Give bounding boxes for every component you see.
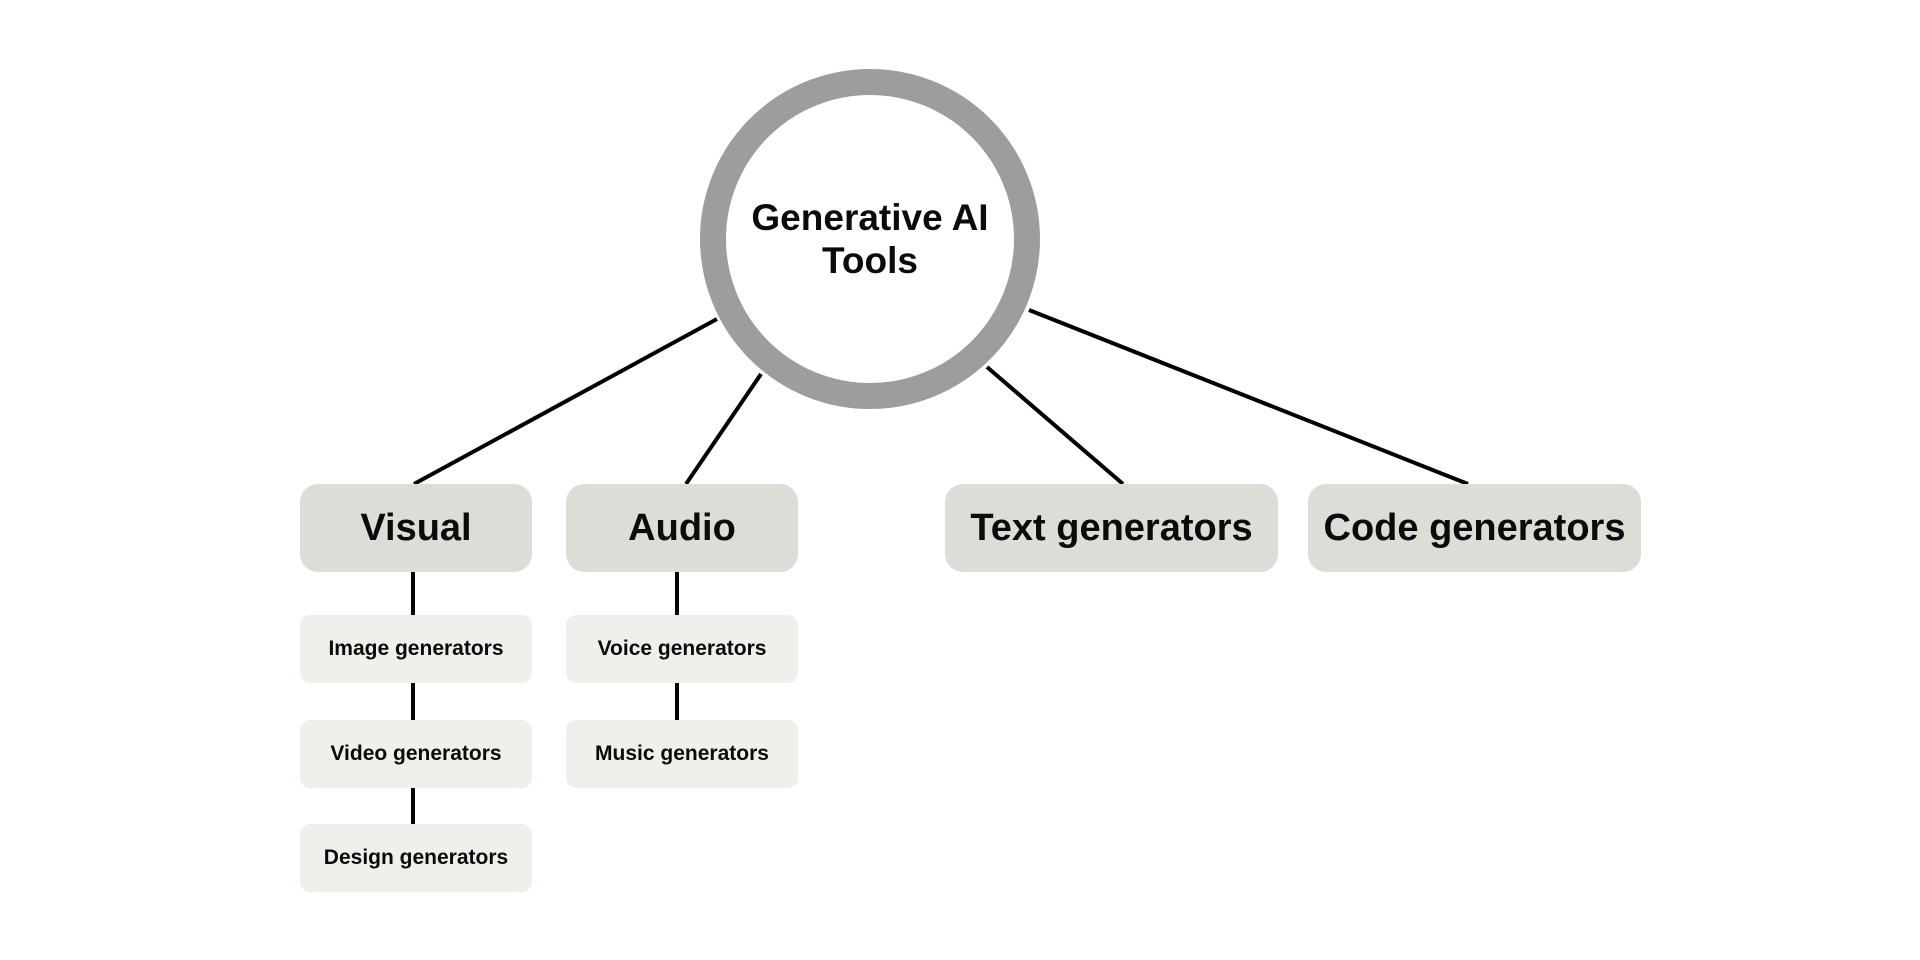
leaf-design-generators: Design generators bbox=[300, 824, 532, 892]
hub-node-generative-ai-tools: Generative AI Tools bbox=[700, 69, 1040, 409]
category-audio: Audio bbox=[566, 484, 798, 572]
leaf-music-generators: Music generators bbox=[566, 720, 798, 788]
category-label: Text generators bbox=[970, 506, 1253, 549]
category-label: Visual bbox=[360, 506, 472, 549]
category-visual: Visual bbox=[300, 484, 532, 572]
hub-title: Generative AI Tools bbox=[751, 197, 989, 281]
leaf-label: Voice generators bbox=[597, 637, 767, 660]
category-code-generators: Code generators bbox=[1308, 484, 1641, 572]
connector-hub-audio bbox=[684, 372, 763, 486]
leaf-label: Design generators bbox=[323, 846, 509, 869]
connector-hub-text-generators bbox=[985, 365, 1125, 486]
leaf-voice-generators: Voice generators bbox=[566, 615, 798, 683]
leaf-video-generators: Video generators bbox=[300, 720, 532, 788]
connector-hub-code-generators bbox=[1028, 308, 1469, 486]
leaf-label: Image generators bbox=[328, 637, 504, 660]
category-label: Code generators bbox=[1323, 506, 1626, 549]
category-text-generators: Text generators bbox=[945, 484, 1278, 572]
leaf-label: Video generators bbox=[330, 742, 502, 765]
leaf-image-generators: Image generators bbox=[300, 615, 532, 683]
connector-hub-visual bbox=[413, 317, 718, 486]
category-label: Audio bbox=[628, 506, 736, 549]
leaf-label: Music generators bbox=[595, 742, 769, 765]
